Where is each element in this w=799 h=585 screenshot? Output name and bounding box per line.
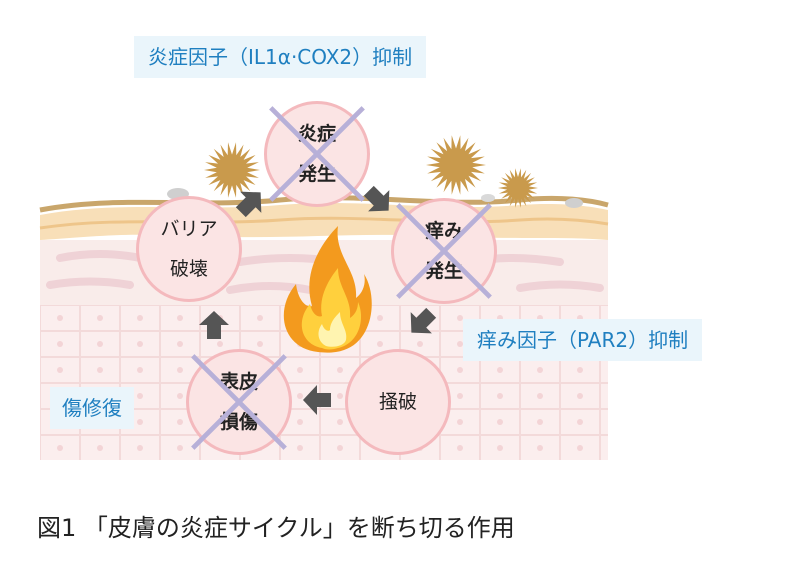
node-itch-line2: 発生 bbox=[425, 251, 463, 291]
wound-repair-label: 傷修復 bbox=[50, 387, 134, 429]
irritant-particle-icon bbox=[204, 142, 260, 197]
irritant-particle-icon bbox=[426, 135, 486, 194]
node-itch-line1: 痒み bbox=[425, 211, 463, 251]
node-damage: 表皮 損傷 bbox=[186, 349, 292, 455]
node-inflammation-line2: 発生 bbox=[298, 154, 336, 194]
node-barrier: バリア 破壊 bbox=[136, 196, 242, 302]
inflammation-factor-label: 炎症因子（IL1α·COX2）抑制 bbox=[134, 36, 426, 78]
node-barrier-line2: 破壊 bbox=[170, 249, 208, 289]
node-damage-line2: 損傷 bbox=[220, 402, 258, 442]
itch-factor-label: 痒み因子（PAR2）抑制 bbox=[463, 319, 702, 361]
node-damage-line1: 表皮 bbox=[220, 362, 258, 402]
node-barrier-line1: バリア bbox=[160, 209, 217, 249]
dust-particle bbox=[565, 198, 583, 208]
node-inflammation-line1: 炎症 bbox=[298, 114, 336, 154]
inflammation-factor-label-text: 炎症因子（IL1α·COX2）抑制 bbox=[148, 45, 412, 69]
node-itch: 痒み 発生 bbox=[391, 198, 497, 304]
wound-repair-label-text: 傷修復 bbox=[62, 396, 122, 420]
figure-caption: 図1 「皮膚の炎症サイクル」を断ち切る作用 bbox=[37, 508, 515, 543]
node-scratch: 掻破 bbox=[345, 349, 451, 455]
dust-particle bbox=[481, 194, 495, 202]
node-inflammation: 炎症 発生 bbox=[264, 101, 370, 207]
itch-factor-label-text: 痒み因子（PAR2）抑制 bbox=[477, 328, 688, 352]
node-scratch-line1: 掻破 bbox=[379, 382, 417, 422]
